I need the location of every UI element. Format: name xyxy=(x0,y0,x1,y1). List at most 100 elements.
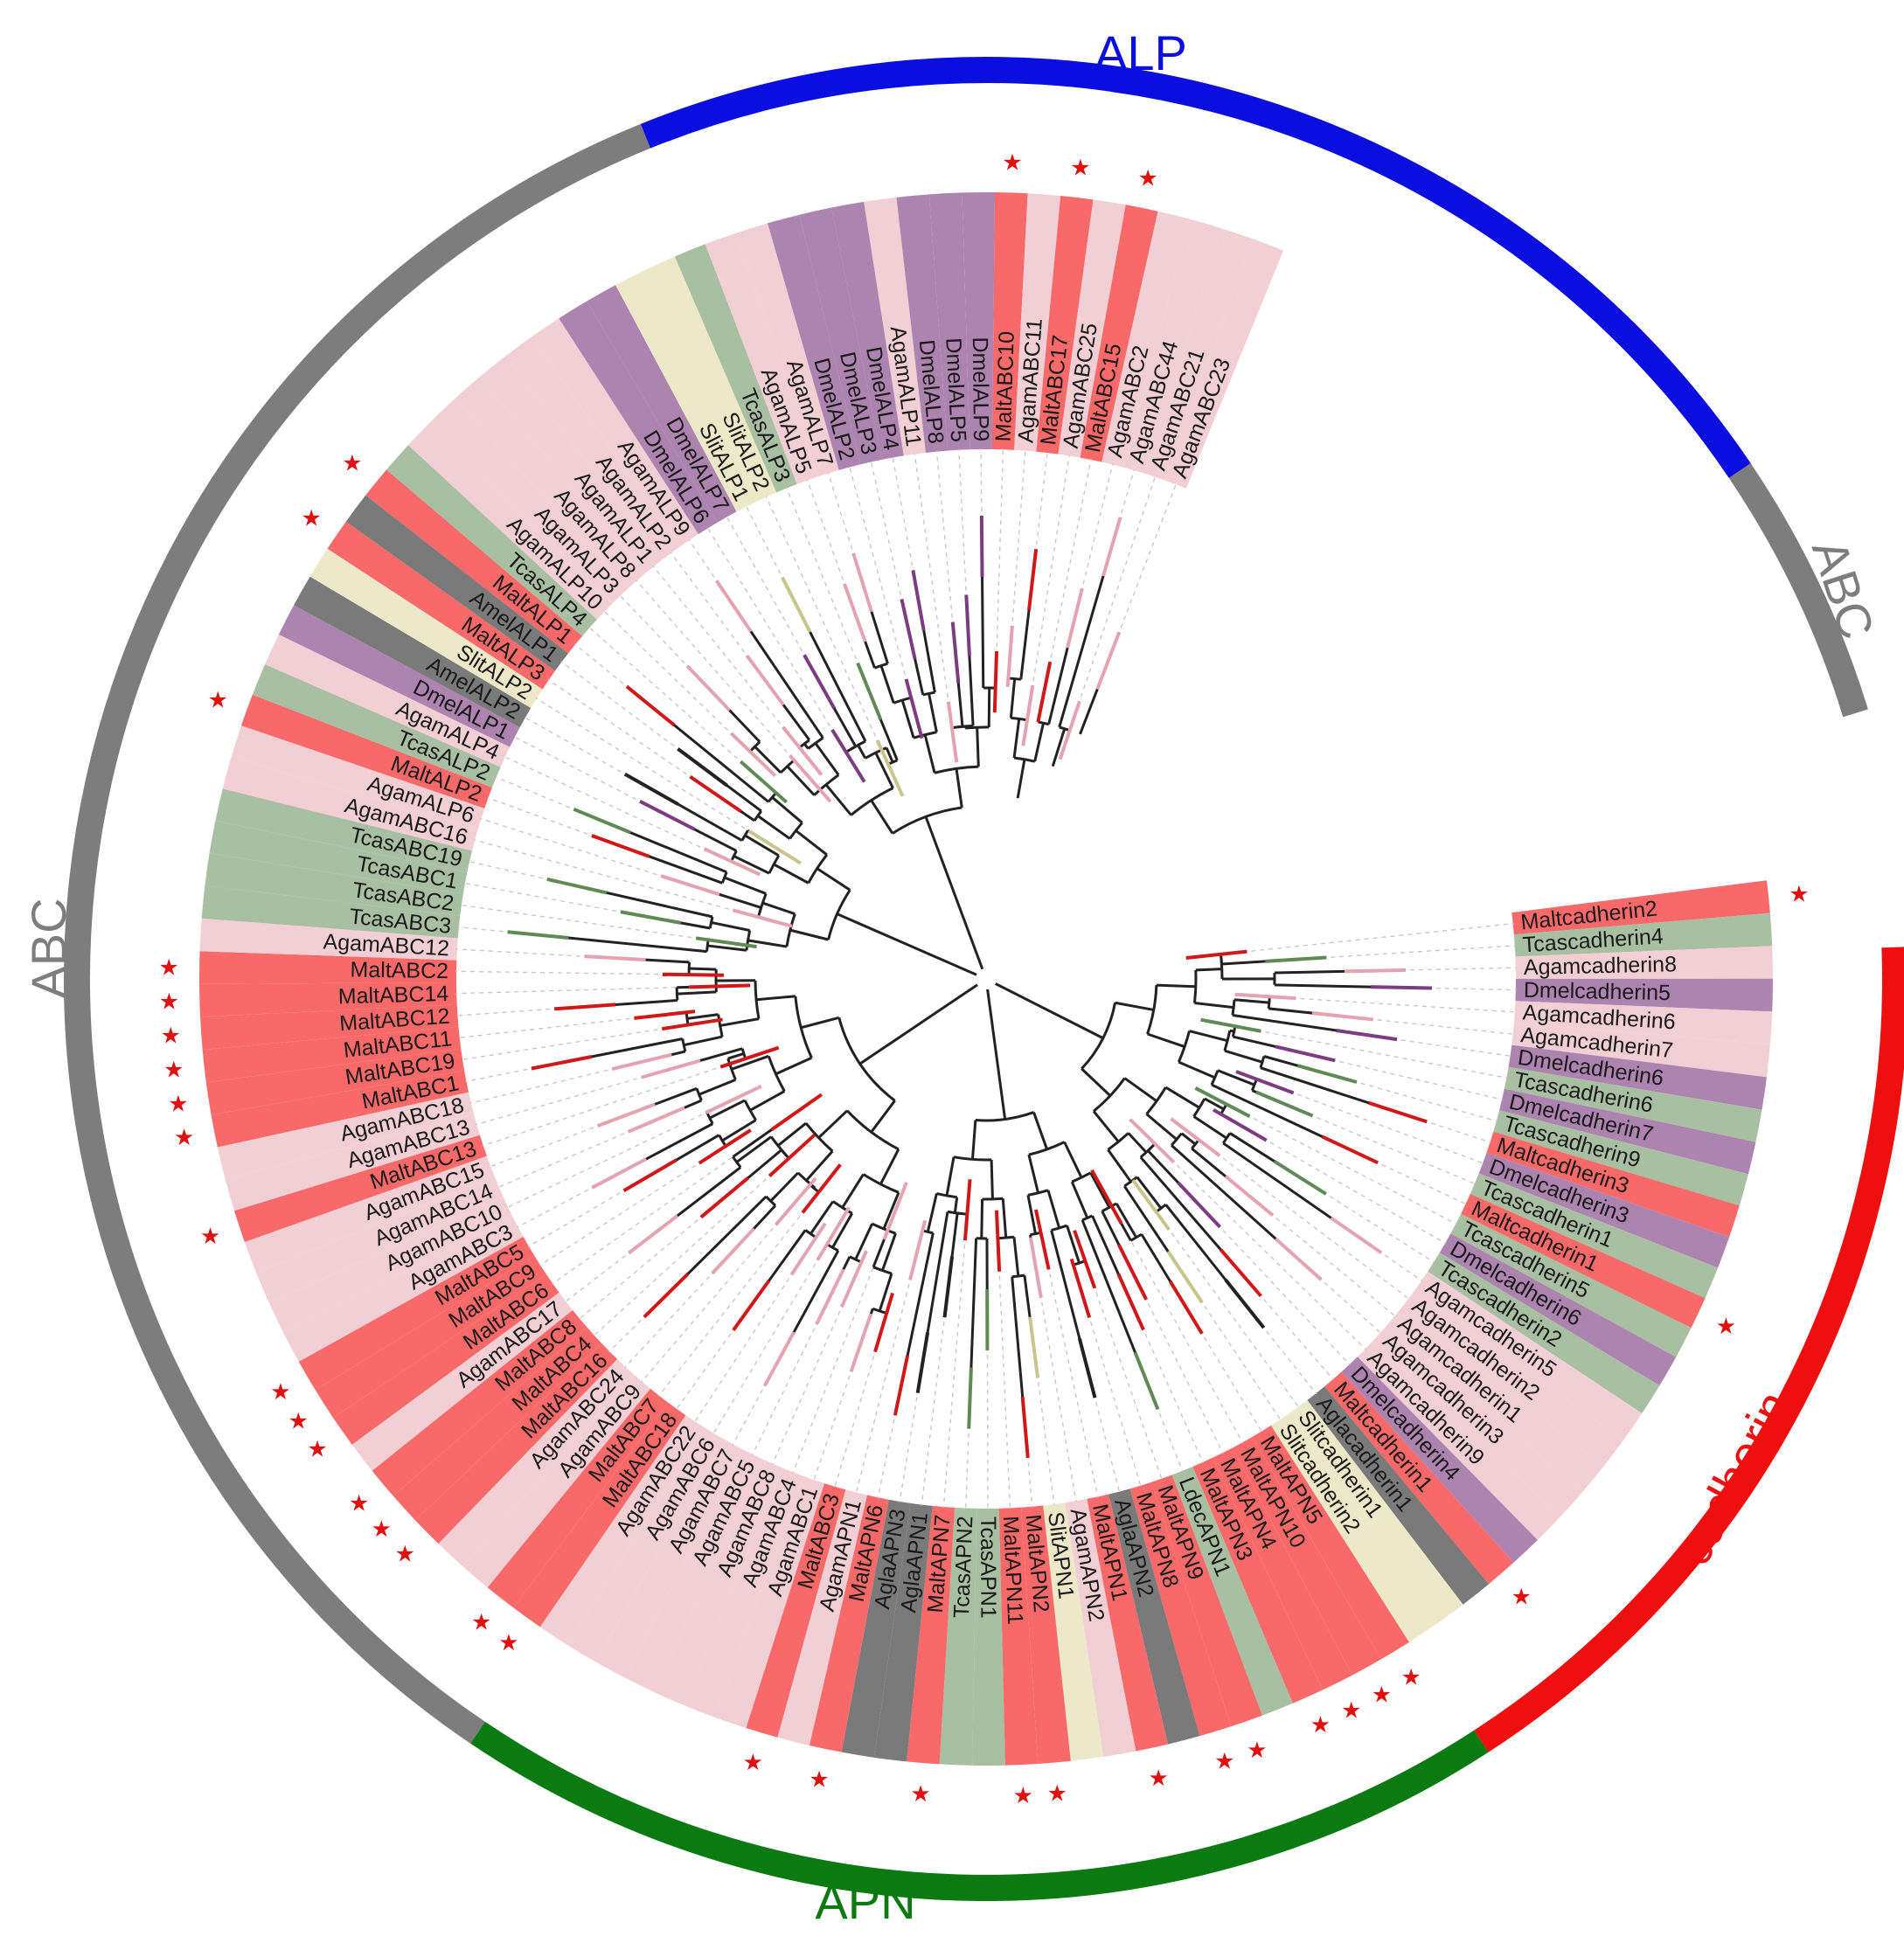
leaf-guide xyxy=(517,1189,589,1228)
branch xyxy=(1127,1132,1148,1154)
branch-arc xyxy=(1171,1132,1183,1147)
leaf-band xyxy=(539,1415,705,1646)
leaf-band xyxy=(841,1499,911,1758)
terminal-branch xyxy=(1005,625,1014,688)
clade-stem xyxy=(995,982,1104,1040)
branch xyxy=(1033,722,1045,762)
leaf-band xyxy=(315,1255,547,1419)
branch-arc xyxy=(864,746,887,760)
leaf-band xyxy=(736,223,839,477)
branch xyxy=(1107,1148,1132,1183)
star-icon: ★ xyxy=(174,1124,194,1150)
leaf-guide xyxy=(745,505,782,574)
leaf-guide xyxy=(726,516,803,652)
leaf-band xyxy=(864,197,926,456)
leaf-band xyxy=(1511,1023,1770,1078)
leaf-band xyxy=(1087,1494,1169,1752)
terminal-branch xyxy=(789,1222,827,1276)
branch xyxy=(990,1159,994,1199)
leaf-band xyxy=(1515,978,1773,1012)
branch xyxy=(857,744,867,760)
branch xyxy=(841,1173,865,1209)
branch-arc xyxy=(675,987,679,1001)
terminal-branch xyxy=(1367,1100,1428,1124)
leaf-band xyxy=(462,1374,650,1588)
leaf-band xyxy=(407,421,613,620)
leaf-band xyxy=(415,1343,618,1544)
leaf-band xyxy=(225,1114,480,1211)
leaf-guide xyxy=(892,456,914,566)
leaf-guide xyxy=(986,1354,989,1509)
leaf-guide xyxy=(476,1078,638,1126)
terminal-branch xyxy=(546,877,608,895)
branch xyxy=(1233,998,1269,1004)
leaf-band xyxy=(438,1359,634,1566)
leaf-guide xyxy=(468,860,544,879)
leaf-band xyxy=(1486,1131,1740,1238)
star-icon: ★ xyxy=(1013,1782,1033,1808)
branch xyxy=(721,1119,757,1142)
terminal-branch xyxy=(873,1292,894,1353)
terminal-branch xyxy=(1255,1090,1314,1118)
branch xyxy=(731,1054,769,1071)
terminal-branch xyxy=(893,1355,910,1416)
leaf-band xyxy=(1307,1386,1490,1605)
branch xyxy=(1217,1069,1255,1086)
leaf-band xyxy=(1150,1475,1262,1727)
branch-arc xyxy=(1223,1030,1232,1051)
leaf-band xyxy=(705,232,818,484)
leaf-band xyxy=(962,191,996,450)
terminal-branch xyxy=(1311,1011,1373,1022)
leaf-guide xyxy=(980,448,983,512)
star-icon: ★ xyxy=(809,1766,829,1792)
leaf-guide xyxy=(1381,1163,1467,1205)
star-icon: ★ xyxy=(301,504,321,531)
terminal-branch xyxy=(627,1106,685,1134)
family-label-cadherin: cadherin xyxy=(1665,1382,1802,1573)
terminal-branch xyxy=(634,1010,696,1020)
leaf-band xyxy=(1461,1193,1706,1329)
terminal-branch xyxy=(591,834,650,858)
star-icon: ★ xyxy=(1047,1780,1067,1806)
branch-arc xyxy=(796,1171,816,1190)
leaf-guide xyxy=(524,716,622,773)
branch xyxy=(1164,1086,1200,1109)
leaf-band xyxy=(1513,913,1773,957)
branch xyxy=(1156,983,1196,989)
terminal-branch xyxy=(816,1206,851,1261)
leaf-guide xyxy=(1338,1060,1504,1100)
branch xyxy=(1066,1225,1081,1264)
leaf-band xyxy=(939,1507,977,1766)
branch xyxy=(1178,1060,1216,1079)
branch-arc xyxy=(732,1155,742,1169)
leaf-band xyxy=(333,1274,559,1445)
terminal-branch xyxy=(1129,1118,1176,1163)
branch xyxy=(1016,759,1026,799)
branch xyxy=(686,1013,719,1020)
branch xyxy=(878,1273,893,1312)
branch xyxy=(677,990,717,996)
branch-arc xyxy=(1051,1224,1068,1232)
star-icon: ★ xyxy=(159,989,179,1015)
leaf-guide xyxy=(785,487,857,660)
terminal-branch xyxy=(768,1133,816,1177)
leaf-guide xyxy=(935,450,954,618)
leaf-band xyxy=(991,192,1028,450)
terminal-branch xyxy=(1116,1273,1145,1331)
leaf-guide xyxy=(1080,475,1157,697)
branch xyxy=(707,944,747,952)
leaf-band xyxy=(1439,1233,1677,1386)
leaf-guide xyxy=(490,1127,594,1168)
leaf-guide xyxy=(1324,1281,1382,1334)
leaf-band xyxy=(873,1502,933,1762)
leaf-band xyxy=(1171,1467,1293,1716)
leaf-guide xyxy=(1121,468,1136,514)
branch xyxy=(953,1197,959,1213)
terminal-branch xyxy=(507,930,569,940)
terminal-branch xyxy=(703,847,761,877)
terminal-branch xyxy=(1133,1351,1160,1411)
leaf-band xyxy=(674,244,797,493)
leaf-band xyxy=(256,1176,504,1303)
leaf-band xyxy=(278,605,520,747)
branch xyxy=(709,1099,746,1120)
